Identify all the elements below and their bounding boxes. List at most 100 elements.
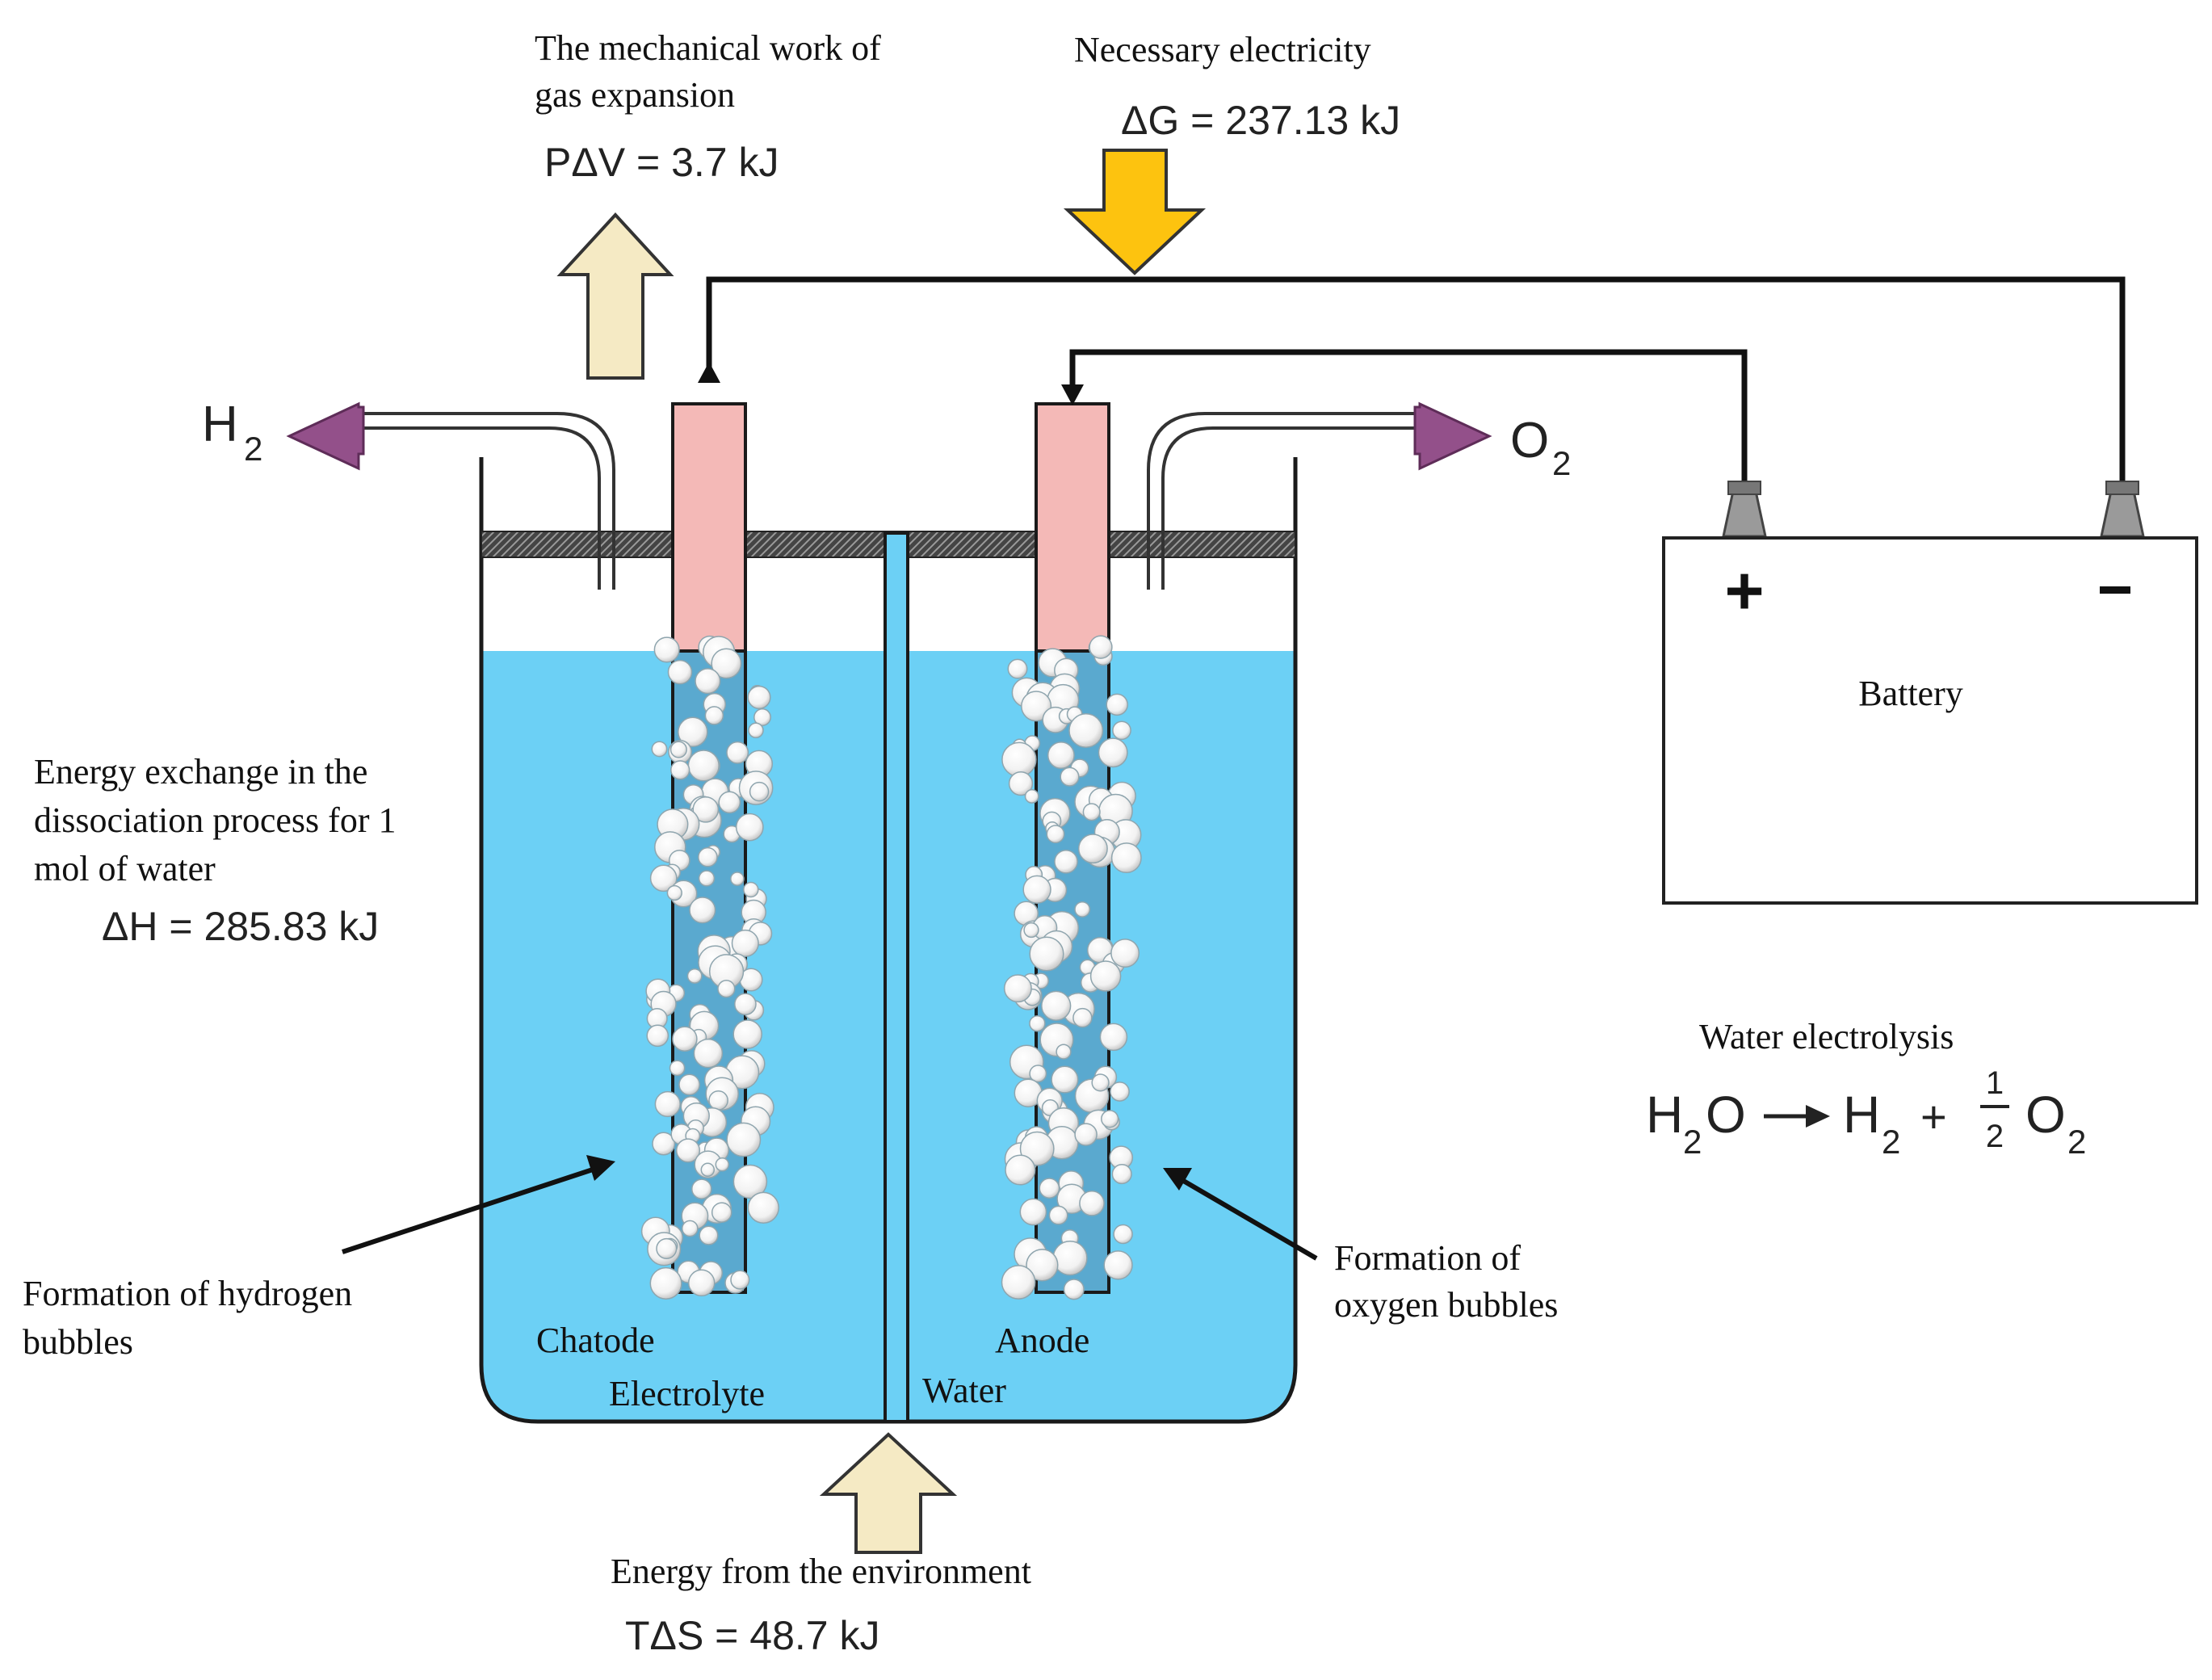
bubble	[1074, 901, 1091, 918]
svg-text:2: 2	[1986, 1119, 2004, 1154]
reaction-title: Water electrolysis	[1699, 1017, 1954, 1056]
bubble	[1019, 1131, 1055, 1166]
bubble	[646, 1024, 669, 1048]
energy-exchange-line2: dissociation process for 1	[34, 800, 396, 840]
bubble	[1113, 1224, 1133, 1245]
mechanical-work-value: PΔV = 3.7 kJ	[544, 140, 779, 185]
bubble	[711, 648, 742, 679]
svg-text:2: 2	[1552, 444, 1571, 482]
bubble	[1048, 1205, 1068, 1225]
oxygen-formation-line2: oxygen bubbles	[1334, 1285, 1558, 1325]
bubble	[1101, 1110, 1119, 1128]
bubble	[1110, 842, 1142, 874]
bubble	[1110, 939, 1140, 968]
bubble	[698, 870, 716, 887]
electricity-value: ΔG = 237.13 kJ	[1121, 98, 1400, 143]
bubble	[704, 706, 724, 725]
water-label: Water	[922, 1371, 1006, 1410]
bubble	[1106, 693, 1128, 716]
bubble	[692, 796, 720, 823]
hydrogen-formation-line1: Formation of hydrogen	[23, 1274, 352, 1313]
bubble	[1068, 713, 1104, 748]
bubble	[1112, 720, 1131, 741]
environment-energy-arrow	[819, 1432, 958, 1554]
reaction-equation: H 2 O H 2 + 1 2 O 2	[1646, 1065, 2086, 1161]
bubble	[734, 993, 757, 1016]
bubble	[711, 1202, 732, 1223]
battery-label: Battery	[1858, 674, 1963, 713]
bubble	[1026, 1249, 1059, 1282]
bubble	[700, 1162, 716, 1178]
bubble	[670, 760, 690, 780]
electrolyte-label: Electrolyte	[609, 1374, 765, 1413]
bubble	[1021, 691, 1052, 722]
bubble	[1098, 737, 1128, 768]
bubble	[1091, 1073, 1110, 1092]
bubble	[678, 1073, 700, 1096]
bubble	[753, 708, 771, 726]
bubble	[1060, 766, 1080, 787]
reaction-arrow	[1764, 1105, 1830, 1128]
bubble	[669, 1060, 686, 1077]
svg-text:H: H	[202, 397, 238, 452]
electricity-arrow	[1063, 149, 1207, 275]
bubble	[732, 1019, 762, 1049]
bubble	[1054, 849, 1078, 874]
bubble	[1029, 1014, 1046, 1032]
bubble	[1077, 834, 1108, 864]
bubble	[656, 1237, 678, 1259]
oxygen-gas-label: O 2	[1510, 413, 1571, 482]
bubble	[726, 741, 749, 764]
bubble	[730, 872, 745, 886]
bubble	[717, 980, 736, 998]
bubble	[743, 881, 759, 898]
environment-energy-value: TΔS = 48.7 kJ	[625, 1613, 879, 1658]
bubble	[689, 897, 716, 924]
bubble	[691, 1178, 712, 1199]
bubble	[1024, 788, 1039, 804]
energy-exchange-line3: mol of water	[34, 849, 216, 888]
bubble	[666, 884, 682, 901]
bubble	[1089, 635, 1113, 659]
svg-text:O: O	[2025, 1086, 2066, 1144]
battery-plus-sign: +	[1724, 552, 1764, 628]
bubble	[1007, 658, 1028, 679]
bubble	[1063, 1279, 1085, 1300]
electricity-title: Necessary electricity	[1074, 30, 1371, 69]
mechanical-work-arrow	[556, 212, 674, 380]
hydrogen-gas-label: H 2	[202, 397, 262, 468]
bubble	[1003, 974, 1032, 1003]
bubble	[718, 791, 741, 814]
bubble	[649, 864, 678, 892]
bubble	[1046, 825, 1065, 844]
bubble	[1089, 960, 1122, 992]
bubble	[1047, 741, 1075, 770]
bubble	[1005, 1154, 1036, 1186]
bubble	[1023, 922, 1039, 939]
cathode-label: Chatode	[536, 1321, 655, 1360]
bubble	[681, 1220, 699, 1237]
hydrogen-pointer-arrow	[342, 1155, 615, 1254]
bubble	[686, 968, 703, 984]
bubble	[678, 716, 708, 748]
bubble	[1103, 1250, 1133, 1280]
svg-text:2: 2	[244, 430, 262, 468]
environment-energy-title: Energy from the environment	[611, 1552, 1031, 1591]
negative-wire	[706, 276, 2126, 483]
hydrogen-bubbles	[640, 635, 779, 1300]
bubble	[731, 929, 759, 957]
bubble	[1082, 803, 1101, 821]
bubble	[1001, 1265, 1036, 1300]
bubble	[1022, 875, 1051, 904]
mechanical-work-title-line1: The mechanical work of	[535, 28, 881, 68]
bubble	[653, 636, 680, 663]
electrolysis-tank	[479, 457, 1298, 1424]
hydrogen-gas-arrow	[286, 401, 365, 471]
bubble	[1008, 771, 1034, 796]
anode-electrode	[1035, 402, 1110, 653]
cathode-electrode	[671, 402, 747, 653]
bubble	[1039, 1178, 1060, 1199]
svg-text:1: 1	[1986, 1065, 2004, 1101]
bubble	[699, 1225, 719, 1245]
